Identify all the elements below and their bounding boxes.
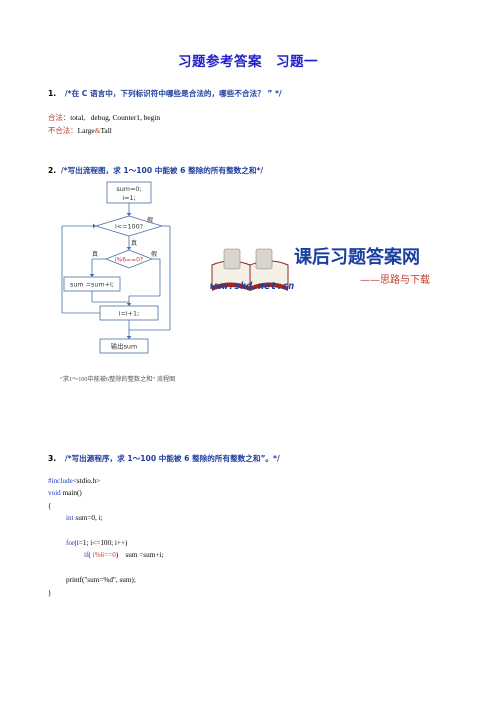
init-text-2: i=1; (122, 194, 135, 202)
illegal-amp: & (94, 126, 101, 135)
book-icon (211, 248, 289, 291)
logo-slogan: ——思路与下载 (360, 273, 430, 286)
inner-condition-text: i%6==0? (115, 257, 143, 264)
if-keyword: if (84, 551, 89, 559)
question-number: 2. (48, 166, 57, 175)
code-line-main: void main() (48, 489, 82, 497)
include-file: <stdio.h> (72, 477, 101, 485)
code-line-close-brace: } (48, 589, 52, 597)
inner-false-label: 假 (151, 250, 157, 258)
inner-true-label: 真 (92, 250, 98, 258)
outer-true-label: 真 (131, 239, 137, 247)
logo-url: www.skd.net.cn (210, 281, 294, 292)
illegal-value-b: Tall (100, 126, 112, 135)
legal-values: total, debug, Counter1, begin (70, 113, 161, 122)
if-body: ) sum =sum+i; (115, 551, 164, 559)
code-line-for: for(i=1; i<=100; i++) (66, 539, 127, 547)
logo-title: 课后习题答案网 (294, 246, 420, 268)
inner-condition-diamond (104, 249, 154, 269)
question-2-heading: 2. /*写出流程图，求 1～100 中能被 6 整除的所有整数之和*/ (48, 165, 263, 176)
question-text: /*写出流程图，求 1～100 中能被 6 整除的所有整数之和*/ (60, 166, 264, 175)
question-text: /*在 C 语言中，下列标识符中哪些是合法的，哪些不合法？ ” */ (64, 89, 282, 98)
code-line-declaration: int sum=0, i; (66, 514, 103, 522)
output-box (99, 338, 149, 354)
question-text: /*写出源程序，求 1～100 中能被 6 整除的所有整数之和”。*/ (64, 454, 280, 463)
illegal-label: 不合法： (48, 126, 78, 135)
if-open: ( (88, 551, 93, 559)
page-title: 习题参考答案 习题一 (178, 54, 318, 70)
outer-condition-text: i<=100? (115, 223, 143, 231)
code-line-include: #include<stdio.h> (48, 477, 100, 485)
flowchart-caption: “求1～100中能被6整除的整数之和” 流程图 (60, 376, 176, 383)
question-number: 3. (48, 454, 57, 463)
for-header: (i=1; i<=100; i++) (74, 539, 128, 547)
main-signature: main() (60, 489, 82, 497)
output-text: 输出sum (111, 342, 137, 351)
site-logo: 课后习题答案网 www.skd.net.cn ——思路与下载 (210, 235, 448, 297)
code-line-if: if( i%6==0) sum =sum+i; (84, 551, 163, 559)
illegal-value-a: Large (77, 126, 95, 135)
init-text-1: sum=0; (116, 185, 141, 193)
question-1-heading: 1. /*在 C 语言中，下列标识符中哪些是合法的，哪些不合法？ ” */ (48, 88, 282, 99)
illegal-identifiers-line: 不合法：Large&Tall (48, 125, 112, 136)
declaration-rest: sum=0, i; (73, 514, 103, 522)
code-line-open-brace: { (48, 502, 52, 510)
void-keyword: void (48, 489, 61, 497)
logo-graphic: 课后习题答案网 www.skd.net.cn ——思路与下载 (210, 246, 430, 292)
for-keyword: for (66, 539, 75, 547)
question-3-heading: 3. /*写出源程序，求 1～100 中能被 6 整除的所有整数之和”。*/ (48, 453, 280, 464)
include-keyword: #include (48, 477, 73, 485)
outer-false-label: 假 (147, 216, 153, 224)
legal-identifiers-line: 合法：total, debug, Counter1, begin (48, 112, 160, 123)
question-number: 1. (48, 89, 57, 98)
code-line-printf: printf("sum=%d", sum); (66, 576, 136, 584)
legal-label: 合法： (48, 113, 71, 122)
int-keyword: int (66, 514, 74, 522)
increment-text: i=i+1; (119, 310, 139, 318)
sum-assign-text: sum =sum+i; (70, 281, 114, 289)
if-condition: i%6==0 (92, 551, 116, 559)
